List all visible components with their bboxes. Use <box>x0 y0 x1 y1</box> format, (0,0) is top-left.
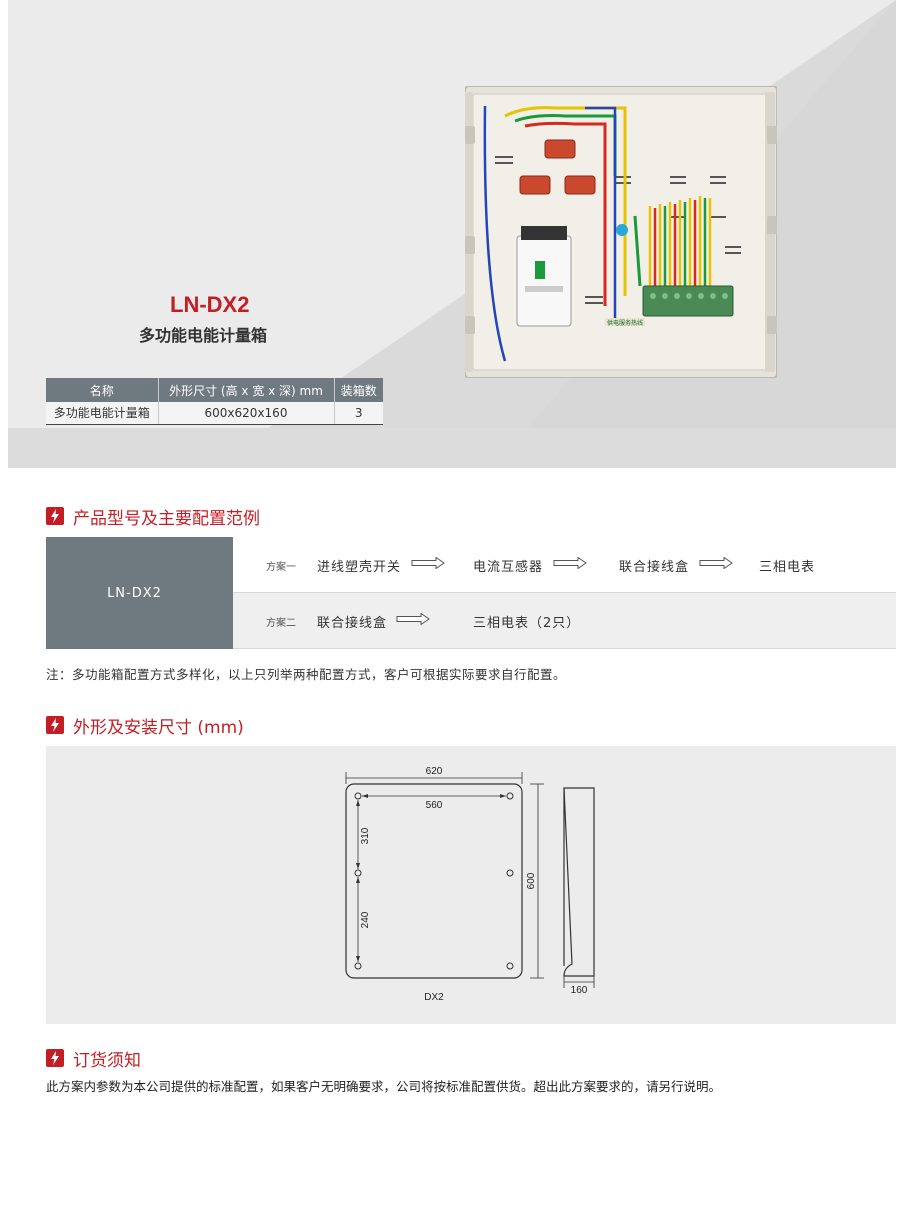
plan-2-label: 方案二 <box>266 618 296 629</box>
order-section-title: 订货须知 <box>73 1050 141 1071</box>
arrow-right-icon <box>396 613 430 625</box>
plan-1-step-3: 联合接线盒 <box>619 560 690 575</box>
product-name-subtitle: 多功能电能计量箱 <box>139 326 268 345</box>
spec-table-header-row: 名称 外形尺寸 (高 x 宽 x 深) mm 装箱数 <box>46 378 383 402</box>
arrow-right-icon <box>411 557 445 569</box>
spec-header-size: 外形尺寸 (高 x 宽 x 深) mm <box>158 378 335 402</box>
config-table: LN-DX2 方案一 进线塑壳开关 电流互感器 联合接线盒 三相电表 方案二 联… <box>46 537 896 649</box>
upper-gap-label: 310 <box>360 827 371 844</box>
plan-1-label: 方案一 <box>266 562 296 573</box>
product-photo: 供电服务热线 <box>465 86 777 378</box>
drawing-caption: DX2 <box>424 992 444 1003</box>
photo-sticker-label: 供电服务热线 <box>607 319 643 327</box>
spec-header-name: 名称 <box>46 378 159 402</box>
spec-cell-size: 600x620x160 <box>158 402 335 425</box>
spec-cell-qty: 3 <box>334 402 383 425</box>
plan-2-step-1: 联合接线盒 <box>317 616 388 631</box>
arrow-right-icon <box>699 557 733 569</box>
lightning-icon <box>46 1049 64 1067</box>
plan-1-step-1: 进线塑壳开关 <box>317 560 402 575</box>
dims-section-header: 外形及安装尺寸 (mm) <box>46 714 244 738</box>
dims-section-title: 外形及安装尺寸 (mm) <box>73 717 244 738</box>
plan-1-step-4: 三相电表 <box>759 560 816 575</box>
hole-span-label: 560 <box>426 800 443 811</box>
front-view-outline <box>345 783 523 979</box>
config-plan-1-row: 方案一 进线塑壳开关 电流互感器 联合接线盒 三相电表 <box>233 537 896 593</box>
config-note: 注：多功能箱配置方式多样化，以上只列举两种配置方式，客户可根据实际要求自行配置。 <box>46 667 567 682</box>
lower-gap-label: 240 <box>360 911 371 928</box>
arrow-right-icon <box>553 557 587 569</box>
hero-footer-band <box>8 428 896 468</box>
lightning-icon <box>46 716 64 734</box>
config-section-header: 产品型号及主要配置范例 <box>46 505 260 529</box>
config-model-cell: LN-DX2 <box>46 537 233 649</box>
table-row: 多功能电能计量箱 600x620x160 3 <box>46 402 383 425</box>
plan-1-step-2: 电流互感器 <box>473 560 544 575</box>
lightning-icon <box>46 507 64 525</box>
height-dimension-label: 600 <box>526 872 537 889</box>
plan-2-step-2: 三相电表（2只） <box>473 616 581 631</box>
depth-dimension-label: 160 <box>571 985 588 996</box>
dimension-drawing: 620 560 310 240 600 DX2 160 <box>345 766 595 1003</box>
side-view-outline <box>563 787 595 977</box>
config-plan-2-row: 方案二 联合接线盒 三相电表（2只） <box>233 593 896 649</box>
dimension-drawing-panel: 620 560 310 240 600 DX2 160 <box>46 746 896 1024</box>
product-model-title: LN-DX2 <box>170 292 250 317</box>
width-dimension-label: 620 <box>426 766 443 777</box>
spec-header-qty: 装箱数 <box>334 378 383 402</box>
order-notice-text: 此方案内参数为本公司提供的标准配置，如果客户无明确要求，公司将按标准配置供货。超… <box>46 1079 722 1094</box>
spec-table: 名称 外形尺寸 (高 x 宽 x 深) mm 装箱数 多功能电能计量箱 600x… <box>46 378 383 425</box>
spec-cell-name: 多功能电能计量箱 <box>46 402 159 425</box>
config-section-title: 产品型号及主要配置范例 <box>73 508 260 529</box>
order-section-header: 订货须知 <box>46 1047 141 1071</box>
